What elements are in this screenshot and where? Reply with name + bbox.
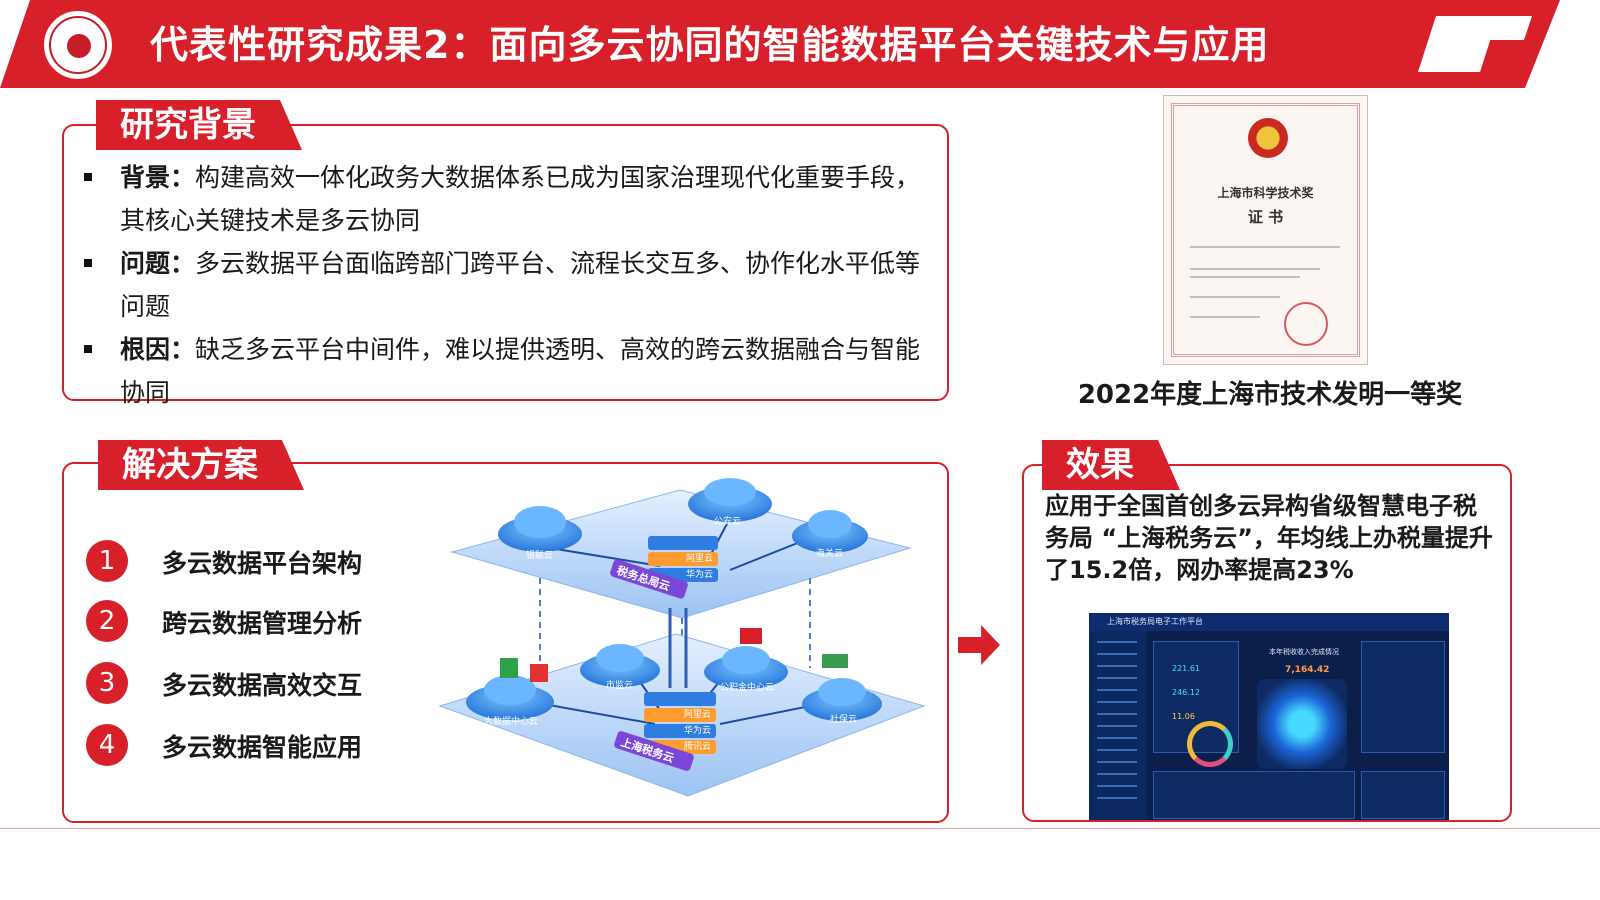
award-certificate: 上海市科学技术奖 证 书 bbox=[1163, 95, 1368, 365]
effect-description: 应用于全国首创多云异构省级智慧电子税务局 “上海税务云”，年均线上办税量提升了1… bbox=[1045, 492, 1493, 584]
university-logo bbox=[44, 11, 112, 79]
header-decoration-small bbox=[1486, 16, 1532, 40]
donut-chart-icon bbox=[1187, 721, 1233, 767]
bullet-icon bbox=[84, 345, 92, 353]
svg-text:公安云: 公安云 bbox=[714, 515, 741, 526]
number-badge: 3 bbox=[86, 662, 128, 704]
arrow-right-icon bbox=[958, 625, 1000, 665]
list-card bbox=[1361, 641, 1445, 753]
partner-logo bbox=[530, 664, 548, 682]
official-seal-icon bbox=[1284, 302, 1328, 346]
dashboard-visual bbox=[1257, 679, 1347, 769]
bullet-root-cause: 根因：缺乏多云平台中间件，难以提供透明、高效的跨云数据融合与智能协同 bbox=[84, 328, 924, 414]
solution-item: 3 多云数据高效交互 bbox=[86, 662, 416, 706]
partner-logo bbox=[740, 628, 762, 644]
national-emblem-icon bbox=[1248, 118, 1288, 158]
svg-text:腾讯云: 腾讯云 bbox=[684, 740, 711, 751]
svg-text:阿里云: 阿里云 bbox=[686, 553, 713, 563]
svg-text:海关云: 海关云 bbox=[816, 547, 843, 558]
partner-logo bbox=[500, 658, 518, 678]
background-list: 背景：构建高效一体化政务大数据体系已成为国家治理现代化重要手段，其核心关键技术是… bbox=[84, 156, 924, 414]
svg-text:公积金中心云: 公积金中心云 bbox=[720, 681, 774, 692]
bullet-icon bbox=[84, 259, 92, 267]
solution-tag: 解决方案 bbox=[98, 440, 282, 490]
background-panel bbox=[62, 124, 949, 401]
bullet-background: 背景：构建高效一体化政务大数据体系已成为国家治理现代化重要手段，其核心关键技术是… bbox=[84, 156, 924, 242]
solution-item: 1 多云数据平台架构 bbox=[86, 540, 416, 584]
cloud-icon: 市监云 bbox=[580, 644, 660, 690]
link-solid bbox=[668, 608, 688, 688]
award-caption: 2022年度上海市技术发明一等奖 bbox=[1077, 380, 1463, 410]
partner-logo bbox=[822, 654, 848, 668]
svg-text:大数据中心云: 大数据中心云 bbox=[484, 715, 538, 726]
server-stack-lower: 阿里云 华为云 腾讯云 bbox=[644, 692, 716, 754]
number-badge: 4 bbox=[86, 724, 128, 766]
svg-text:阿里云: 阿里云 bbox=[684, 709, 711, 719]
svg-text:华为云: 华为云 bbox=[686, 568, 713, 579]
link-dashed bbox=[539, 578, 811, 668]
center-title: 本年税收收入完成情况 bbox=[1269, 648, 1339, 656]
effect-tag: 效果 bbox=[1042, 440, 1158, 490]
tax-dashboard-screenshot: 上海市税务局电子工作平台 221.61 246.12 11.06 本年税收收入完… bbox=[1089, 613, 1449, 820]
cloud-icon: 社保云 bbox=[802, 678, 882, 724]
background-tag: 研究背景 bbox=[96, 100, 280, 150]
center-value: 7,164.42 bbox=[1285, 665, 1330, 675]
bottom-card bbox=[1153, 771, 1355, 819]
cloud-icon: 银联云 bbox=[498, 506, 582, 560]
bullet-problem: 问题：多云数据平台面临跨部门跨平台、流程长交互多、协作化水平低等问题 bbox=[84, 242, 924, 328]
server-stack-upper: 阿里云 华为云 bbox=[648, 536, 718, 582]
dashboard-topbar: 上海市税务局电子工作平台 bbox=[1089, 613, 1449, 631]
number-badge: 2 bbox=[86, 600, 128, 642]
cloud-icon: 公积金中心云 bbox=[704, 646, 788, 692]
certificate-subtitle: 证 书 bbox=[1247, 208, 1284, 226]
number-badge: 1 bbox=[86, 540, 128, 582]
solution-label: 多云数据高效交互 bbox=[162, 671, 363, 700]
solution-label: 多云数据平台架构 bbox=[162, 549, 363, 578]
page-title: 代表性研究成果2：面向多云协同的智能数据平台关键技术与应用 bbox=[150, 23, 1270, 67]
cloud-icon: 公安云 bbox=[688, 478, 772, 526]
bottom-card-right bbox=[1361, 771, 1445, 819]
dashboard-title: 上海市税务局电子工作平台 bbox=[1107, 617, 1203, 626]
title-bar bbox=[0, 0, 1560, 88]
cloud-icon: 大数据中心云 bbox=[466, 675, 554, 726]
bullet-icon bbox=[84, 173, 92, 181]
solution-label: 多云数据智能应用 bbox=[162, 733, 363, 762]
dashboard-sidebar bbox=[1089, 631, 1147, 820]
svg-text:华为云: 华为云 bbox=[684, 724, 711, 735]
link-lower bbox=[509, 667, 841, 725]
certificate-title: 上海市科学技术奖 bbox=[1217, 186, 1314, 200]
bottom-divider bbox=[0, 828, 1600, 829]
solution-item: 4 多云数据智能应用 bbox=[86, 724, 416, 768]
svg-text:银联云: 银联云 bbox=[526, 549, 553, 560]
multi-cloud-architecture-diagram: 银联云 公安云 海关云 阿里云 华为云 税务总局云 大数据中心云 市监云 公积金… bbox=[438, 478, 926, 797]
cloud-icon: 海关云 bbox=[792, 510, 868, 558]
svg-text:市监云: 市监云 bbox=[606, 679, 633, 690]
solution-label: 跨云数据管理分析 bbox=[162, 609, 363, 638]
solution-item: 2 跨云数据管理分析 bbox=[86, 600, 416, 644]
svg-text:社保云: 社保云 bbox=[830, 713, 857, 724]
